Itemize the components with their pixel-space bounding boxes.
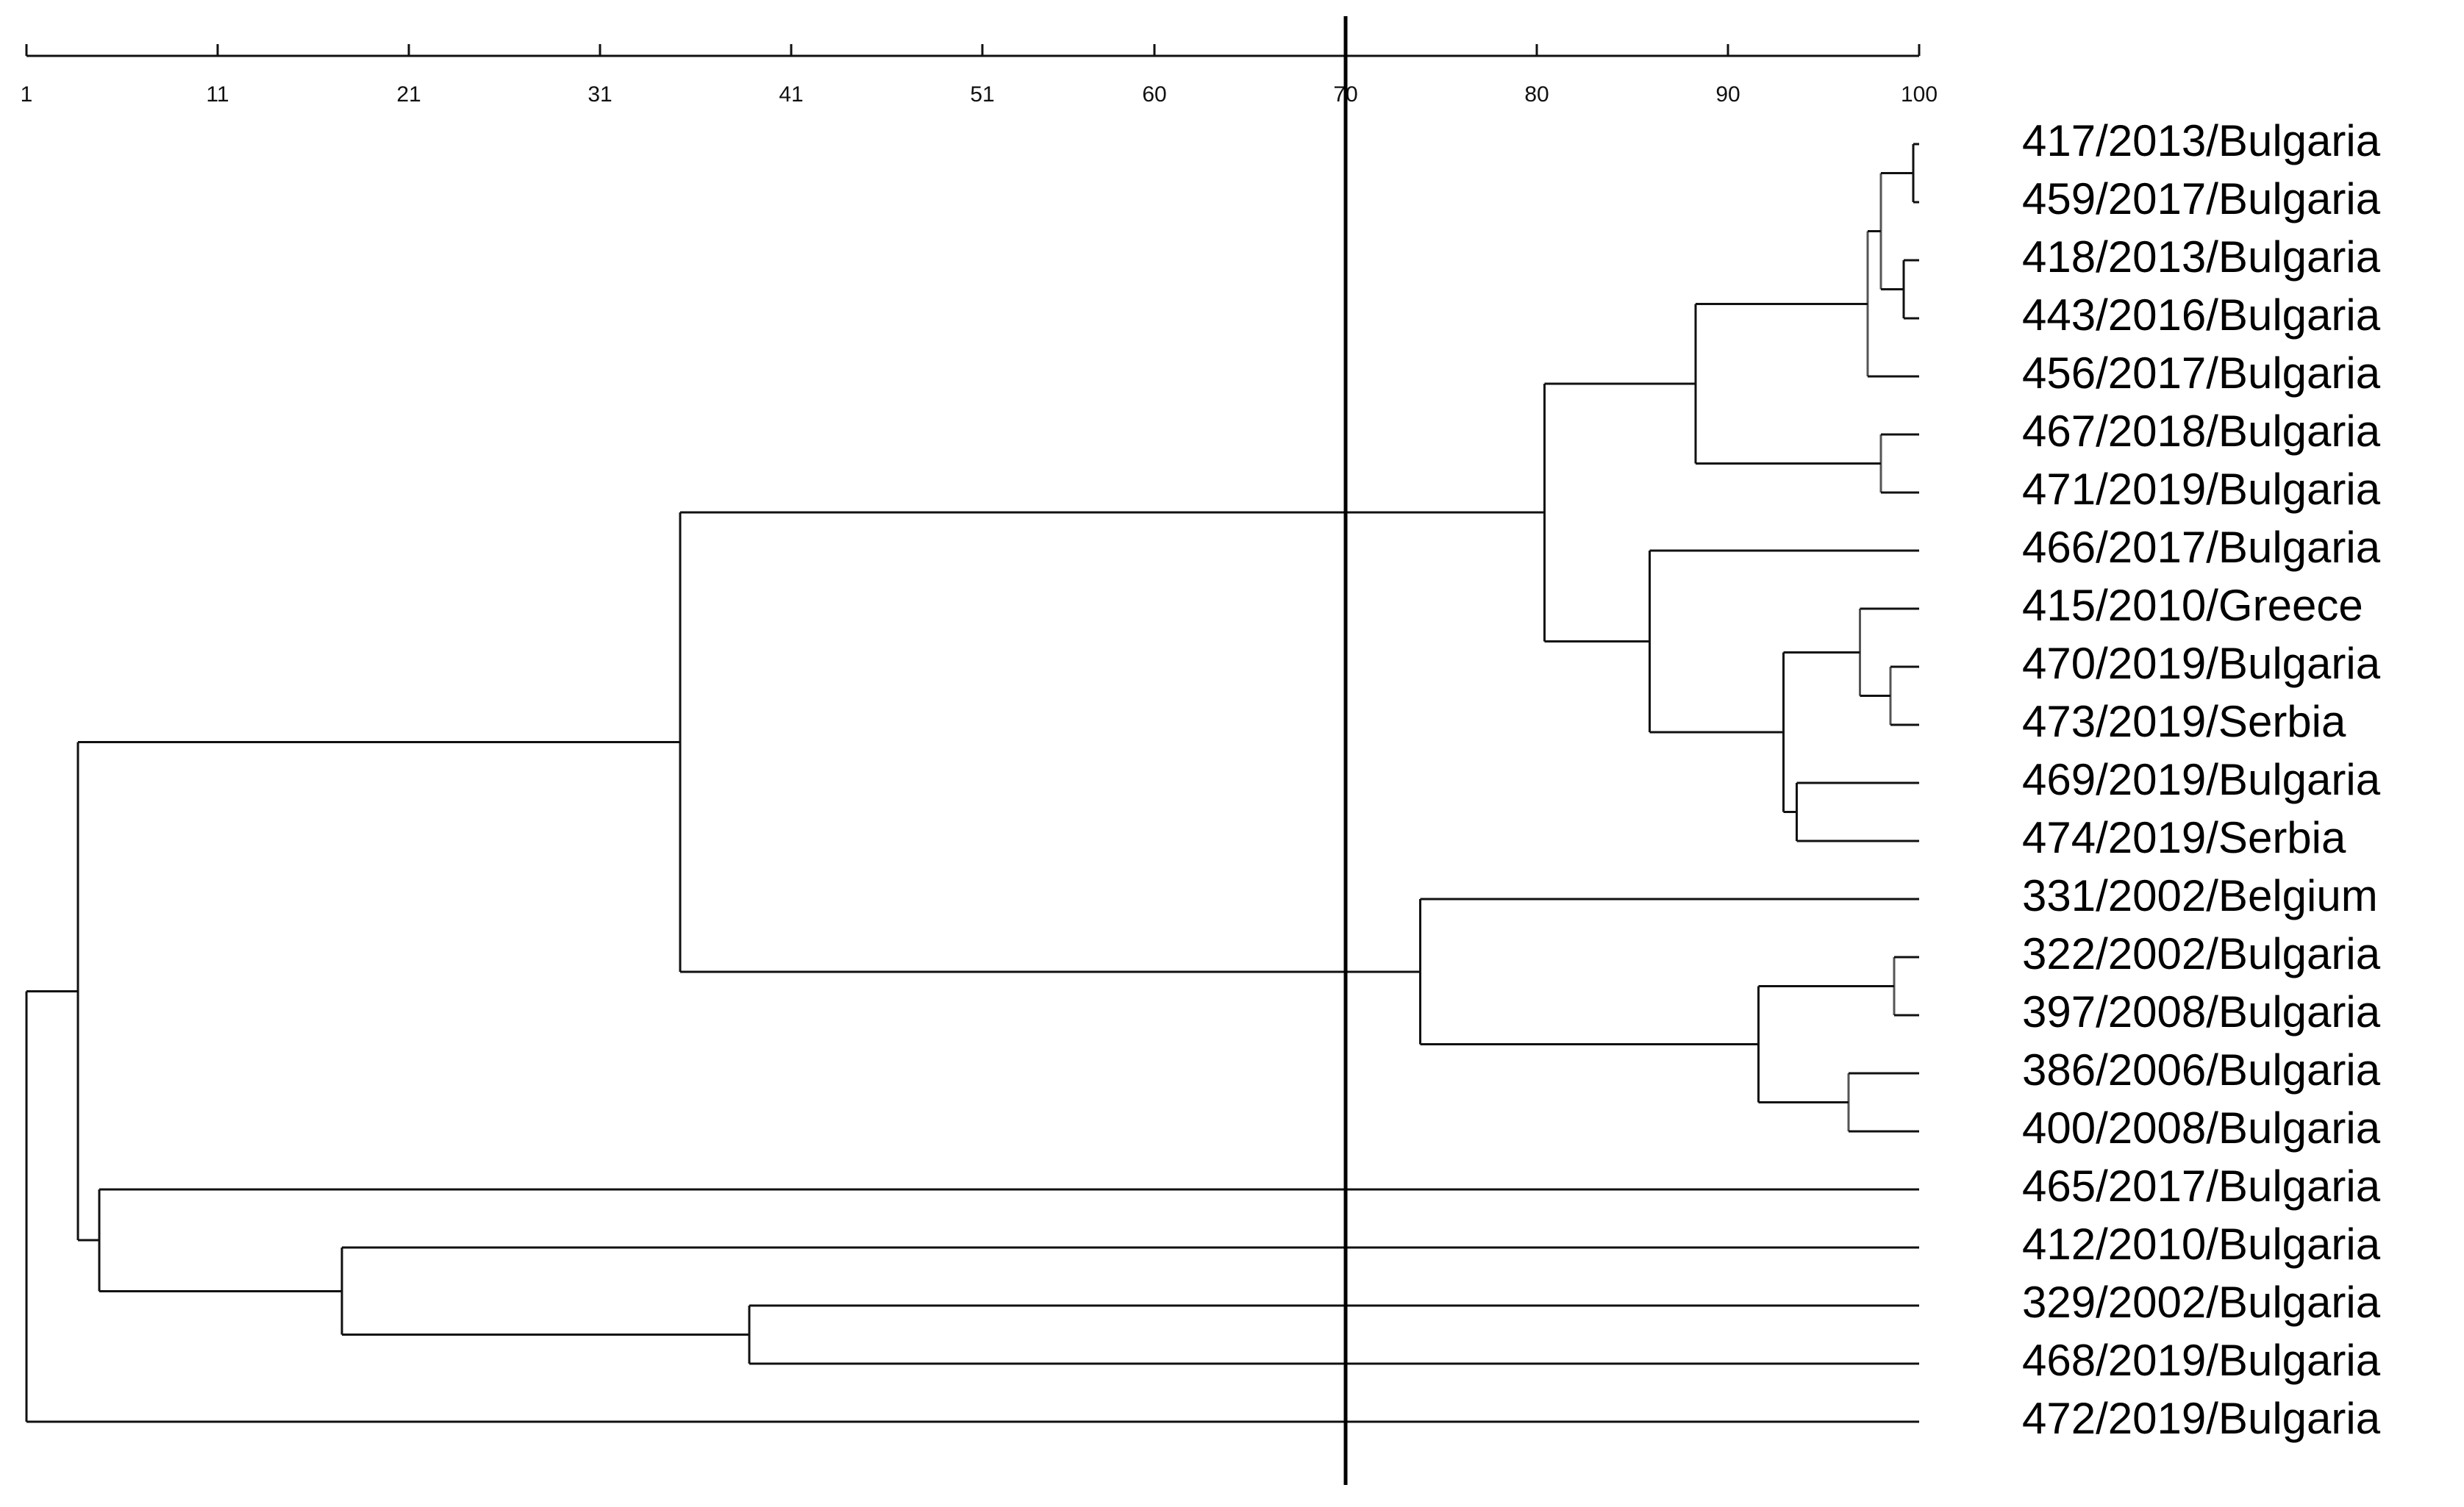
axis-tick-label: 11 bbox=[206, 82, 229, 107]
axis-tick-label: 80 bbox=[1524, 82, 1549, 107]
axis-tick-label: 31 bbox=[588, 82, 612, 107]
leaf-label: 473/2019/Serbia bbox=[2022, 697, 2346, 746]
leaf-label: 331/2002/Belgium bbox=[2022, 871, 2378, 920]
leaf-label: 386/2006/Bulgaria bbox=[2022, 1045, 2381, 1095]
axis-tick-label: 60 bbox=[1142, 82, 1166, 107]
leaf-label: 470/2019/Bulgaria bbox=[2022, 639, 2381, 688]
leaf-label: 412/2010/Bulgaria bbox=[2022, 1220, 2381, 1269]
leaf-label: 465/2017/Bulgaria bbox=[2022, 1161, 2381, 1211]
leaf-label: 397/2008/Bulgaria bbox=[2022, 987, 2381, 1037]
leaf-label: 467/2018/Bulgaria bbox=[2022, 407, 2381, 456]
axis-tick-label: 90 bbox=[1715, 82, 1740, 107]
leaf-label: 329/2002/Bulgaria bbox=[2022, 1278, 2381, 1327]
leaf-label: 472/2019/Bulgaria bbox=[2022, 1394, 2381, 1443]
leaf-label: 456/2017/Bulgaria bbox=[2022, 348, 2381, 398]
axis-tick-label: 100 bbox=[1901, 82, 1938, 107]
leaf-label: 474/2019/Serbia bbox=[2022, 813, 2346, 862]
axis-tick-label: 51 bbox=[970, 82, 994, 107]
axis-tick-label: 1 bbox=[21, 82, 33, 107]
axis-tick-label: 21 bbox=[396, 82, 421, 107]
leaf-label: 466/2017/Bulgaria bbox=[2022, 523, 2381, 572]
leaf-label: 400/2008/Bulgaria bbox=[2022, 1103, 2381, 1153]
leaf-label: 471/2019/Bulgaria bbox=[2022, 465, 2381, 514]
leaf-label: 417/2013/Bulgaria bbox=[2022, 116, 2381, 165]
leaf-label: 468/2019/Bulgaria bbox=[2022, 1336, 2381, 1385]
leaf-label: 322/2002/Bulgaria bbox=[2022, 929, 2381, 978]
axis-tick-label: 41 bbox=[779, 82, 803, 107]
leaf-labels: 417/2013/Bulgaria 459/2017/Bulgaria 418/20… bbox=[2022, 116, 2381, 1443]
leaf-label: 415/2010/Greece bbox=[2022, 581, 2363, 630]
leaf-label: 469/2019/Bulgaria bbox=[2022, 755, 2381, 804]
dendrogram-tree bbox=[25, 143, 1919, 1423]
leaf-label: 443/2016/Bulgaria bbox=[2022, 290, 2381, 340]
similarity-axis: 1112131415160708090100 bbox=[21, 44, 1938, 107]
leaf-label: 459/2017/Bulgaria bbox=[2022, 174, 2381, 223]
leaf-label: 418/2013/Bulgaria bbox=[2022, 232, 2381, 282]
